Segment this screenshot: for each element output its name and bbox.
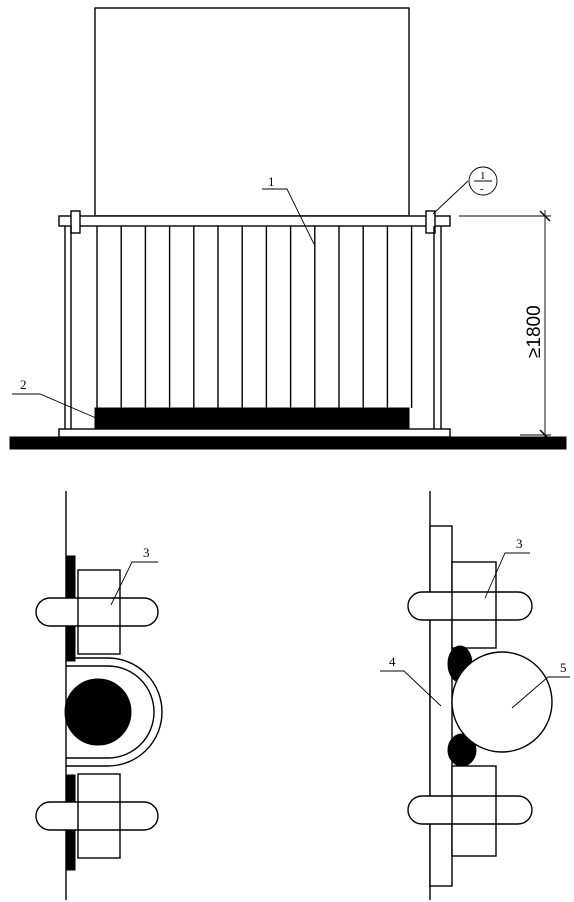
label-3-right: 3 — [516, 536, 523, 551]
u-bracket — [66, 657, 163, 767]
leader-4 — [380, 670, 442, 707]
dim-tick-bottom — [539, 429, 551, 441]
label-1: 1 — [268, 174, 275, 189]
section-marker — [468, 166, 498, 196]
label-3-left: 3 — [143, 545, 150, 560]
detail-right: 3 4 5 — [380, 491, 570, 900]
u-bracket-inner — [66, 665, 155, 759]
bolt-lower-left — [35, 773, 159, 859]
section-marker-number: 1 — [480, 170, 486, 182]
pipe-section-black — [64, 678, 132, 746]
floor-slab — [9, 436, 567, 450]
bottom-rail — [58, 428, 451, 438]
pipe-circle — [451, 651, 553, 753]
balusters — [96, 226, 413, 408]
rail-clamp-left — [70, 210, 81, 234]
leader-3-left — [110, 561, 158, 606]
bolt-upper-right — [407, 561, 533, 649]
section-marker-sheet: - — [480, 183, 484, 195]
label-4: 4 — [389, 654, 396, 669]
top-rail — [58, 215, 451, 227]
label-2: 2 — [20, 377, 27, 392]
dimension-value: ≥1800 — [524, 305, 545, 358]
upper-panel — [94, 7, 410, 217]
rail-clamp-right — [425, 210, 436, 234]
leader-5 — [511, 676, 570, 709]
section-marker-leader — [432, 180, 469, 215]
detail-left: 3 — [35, 491, 163, 900]
leader-2 — [12, 393, 97, 419]
elevation-view: 1 2 1 - ≥1800 — [9, 7, 567, 450]
toe-board — [94, 407, 410, 430]
leader-3-right — [484, 552, 530, 599]
dim-tick-top — [539, 210, 551, 222]
leader-1 — [262, 188, 315, 245]
label-5: 5 — [560, 660, 567, 675]
bolt-upper-left — [35, 569, 159, 655]
bolt-lower-right — [407, 765, 533, 857]
